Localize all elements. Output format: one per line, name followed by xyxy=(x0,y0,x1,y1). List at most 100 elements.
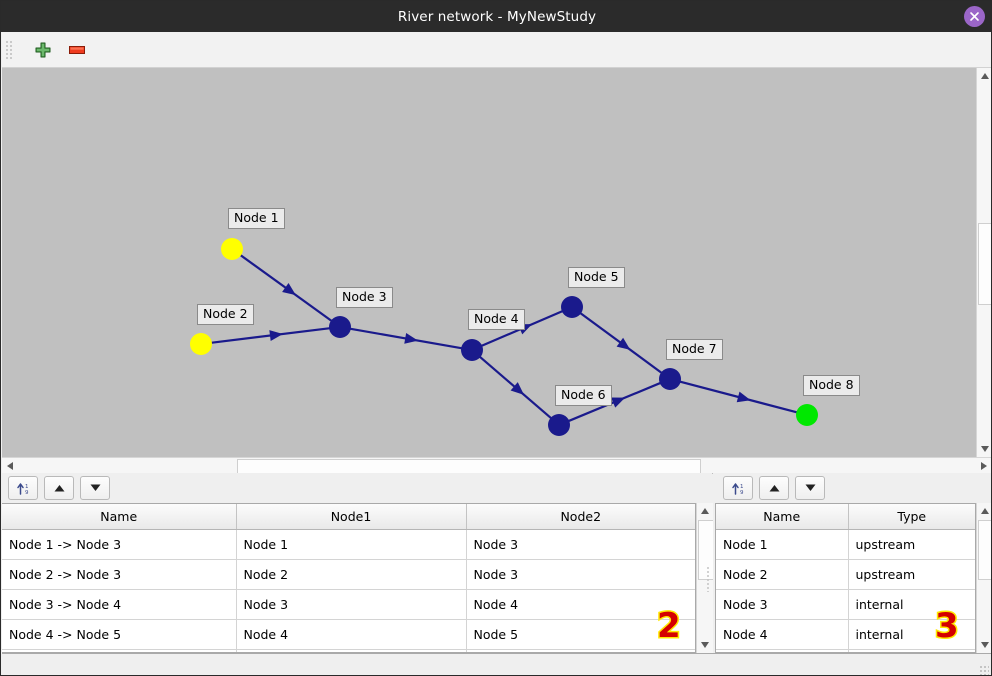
reach-cell-node1[interactable] xyxy=(236,649,467,652)
node-cell-type[interactable]: upstream xyxy=(848,529,975,560)
nodes-move-up-button[interactable] xyxy=(759,476,789,500)
reach-cell-name[interactable]: Node 4 -> Node 5 xyxy=(2,619,237,650)
edge-arrowhead xyxy=(611,397,626,408)
nodes-scroll-down-arrow-icon[interactable] xyxy=(977,637,991,653)
scroll-up-arrow-icon[interactable] xyxy=(977,68,991,84)
reach-cell-node2[interactable]: Node 4 xyxy=(466,589,695,620)
reach-cell-name[interactable]: Node 2 -> Node 3 xyxy=(2,559,237,590)
graph-node-label-node1[interactable]: Node 1 xyxy=(228,208,285,229)
canvas-vertical-scrollbar[interactable] xyxy=(976,68,991,457)
graph-node-label-node5[interactable]: Node 5 xyxy=(568,267,625,288)
scroll-right-arrow-icon[interactable] xyxy=(976,458,991,474)
graph-node-label-node6[interactable]: Node 6 xyxy=(555,385,612,406)
node-cell-name[interactable]: Node 4 xyxy=(716,619,849,650)
reach-cell-node2[interactable]: Node 5 xyxy=(466,619,695,650)
node-cell-type[interactable] xyxy=(848,649,975,652)
reaches-toolbar: 1 9 xyxy=(2,473,110,503)
edge-arrowhead xyxy=(616,337,631,350)
triangle-left-glyph xyxy=(7,462,13,470)
close-x-glyph xyxy=(970,12,979,21)
reach-cell-node2[interactable]: Node 3 xyxy=(466,559,695,590)
edge-arrowhead xyxy=(282,283,296,296)
add-plus-icon[interactable] xyxy=(29,36,57,64)
nodes-header-row: Name Type xyxy=(716,504,975,530)
graph-node-label-node8[interactable]: Node 8 xyxy=(803,375,860,396)
nodes-vertical-scrollbar[interactable] xyxy=(976,503,991,653)
title-bar: River network - MyNewStudy xyxy=(1,1,991,32)
table-row[interactable] xyxy=(716,649,975,652)
reaches-col-node2[interactable]: Node2 xyxy=(466,504,695,530)
node-cell-type[interactable]: internal xyxy=(848,589,975,620)
nodes-col-type[interactable]: Type xyxy=(848,504,975,530)
node-cell-name[interactable]: Node 1 xyxy=(716,529,849,560)
reach-cell-name[interactable]: Node 1 -> Node 3 xyxy=(2,529,237,560)
reach-cell-node1[interactable]: Node 4 xyxy=(236,619,467,650)
reaches-scroll-down-arrow-icon[interactable] xyxy=(697,637,713,653)
nodes-sort-button[interactable]: 1 9 xyxy=(723,476,753,500)
sort-ascending-icon: 1 9 xyxy=(16,482,29,496)
svg-text:1: 1 xyxy=(25,484,29,490)
delete-red-icon[interactable] xyxy=(63,36,91,64)
scroll-down-arrow-icon[interactable] xyxy=(977,441,991,457)
triangle-down-glyph xyxy=(981,642,989,648)
scroll-left-arrow-icon[interactable] xyxy=(2,458,18,474)
reach-cell-name[interactable]: Node 3 -> Node 4 xyxy=(2,589,237,620)
graph-node-node3[interactable] xyxy=(329,316,351,338)
graph-node-node2[interactable] xyxy=(190,333,212,355)
edge-arrowhead xyxy=(404,332,419,344)
nodes-col-name[interactable]: Name xyxy=(716,504,849,530)
reach-cell-node1[interactable]: Node 1 xyxy=(236,529,467,560)
graph-node-label-node2[interactable]: Node 2 xyxy=(197,304,254,325)
graph-node-node7[interactable] xyxy=(659,368,681,390)
nodes-vscroll-thumb[interactable] xyxy=(978,520,991,580)
close-icon[interactable] xyxy=(964,6,985,27)
reaches-col-node1[interactable]: Node1 xyxy=(236,504,467,530)
annotation-2: 2 xyxy=(656,606,683,646)
network-canvas[interactable]: Node 1 Node 2 Node 3 Node 4 Node 5 Node 6 Node… xyxy=(2,68,991,457)
triangle-up-glyph xyxy=(701,508,709,514)
graph-node-label-node3[interactable]: Node 3 xyxy=(336,287,393,308)
reaches-vertical-scrollbar[interactable] xyxy=(696,503,714,653)
reach-cell-node1[interactable]: Node 3 xyxy=(236,589,467,620)
reaches-move-down-button[interactable] xyxy=(80,476,110,500)
nodes-move-down-button[interactable] xyxy=(795,476,825,500)
canvas-vscroll-thumb[interactable] xyxy=(978,223,991,305)
toolbar-drag-handle[interactable] xyxy=(4,38,13,61)
reach-cell-node2[interactable]: Node 3 xyxy=(466,529,695,560)
nodes-scroll-up-arrow-icon[interactable] xyxy=(977,503,991,519)
reaches-col-name[interactable]: Name xyxy=(2,504,237,530)
table-row[interactable] xyxy=(2,649,695,652)
reaches-sort-button[interactable]: 1 9 xyxy=(8,476,38,500)
reaches-header-row: Name Node1 Node2 xyxy=(2,504,695,530)
reach-cell-node1[interactable]: Node 2 xyxy=(236,559,467,590)
graph-node-node4[interactable] xyxy=(461,339,483,361)
graph-node-node1[interactable] xyxy=(221,238,243,260)
graph-node-node8[interactable] xyxy=(796,404,818,426)
reach-cell-name[interactable] xyxy=(2,649,237,652)
graph-node-node6[interactable] xyxy=(548,414,570,436)
node-cell-name[interactable] xyxy=(716,649,849,652)
resize-grip-icon[interactable] xyxy=(979,665,989,675)
node-cell-name[interactable]: Node 3 xyxy=(716,589,849,620)
graph-node-label-node7[interactable]: Node 7 xyxy=(666,339,723,360)
canvas-horizontal-scrollbar[interactable] xyxy=(2,457,991,475)
vertical-splitter[interactable] xyxy=(706,566,711,592)
node-cell-type[interactable]: internal xyxy=(848,619,975,650)
node-cell-name[interactable]: Node 2 xyxy=(716,559,849,590)
graph-node-label-node4[interactable]: Node 4 xyxy=(468,309,525,330)
node-cell-type[interactable]: upstream xyxy=(848,559,975,590)
graph-node-node5[interactable] xyxy=(561,296,583,318)
reaches-move-up-button[interactable] xyxy=(44,476,74,500)
reach-cell-node2[interactable] xyxy=(466,649,695,652)
reaches-scroll-up-arrow-icon[interactable] xyxy=(697,503,713,519)
